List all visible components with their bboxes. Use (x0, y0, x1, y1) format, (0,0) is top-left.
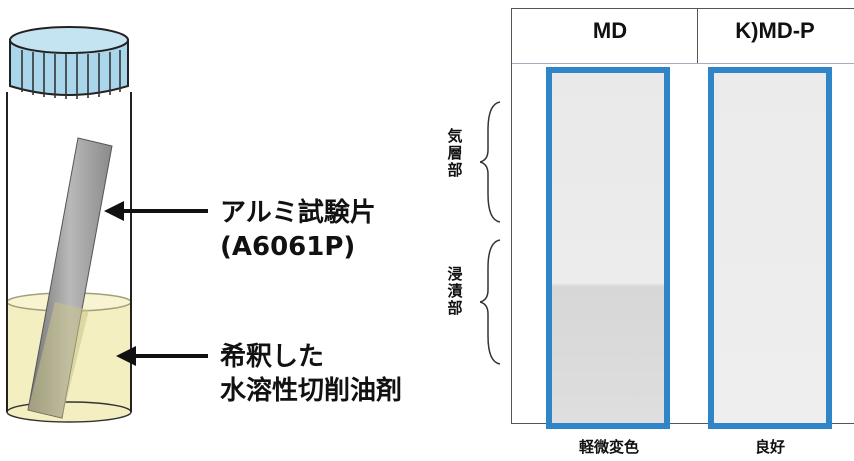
test-strip-md (546, 67, 670, 429)
result-kmd-p: 良好 (754, 438, 785, 456)
fluid-arrow (116, 346, 208, 366)
column-header-md: MD (592, 18, 628, 43)
fluid-label-line1: 希釈した (220, 342, 325, 372)
strip-label: アルミ試験片 (A6061P) (220, 196, 376, 264)
vial-cap (9, 26, 129, 99)
zone-brackets (480, 101, 501, 365)
test-strip-kmd-p-surface (714, 73, 826, 423)
vapor-zone-label: 気 層 部 (447, 127, 463, 179)
vial-illustration (6, 26, 208, 423)
result-md: 軽微変色 (578, 438, 639, 456)
column-divider (697, 8, 698, 64)
fluid-label: 希釈した 水溶性切削油剤 (220, 340, 402, 408)
header-rule (512, 63, 854, 64)
comparison-table (511, 8, 854, 424)
strip-arrow (104, 201, 208, 221)
column-header-kmd-p: K)MD-P (735, 18, 815, 43)
test-strip-md-surface (552, 73, 664, 423)
fluid-label-line2: 水溶性切削油剤 (220, 376, 403, 406)
strip-label-line2: (A6061P) (220, 232, 356, 262)
immersion-zone-label: 浸 漬 部 (447, 265, 463, 317)
strip-label-line1: アルミ試験片 (220, 198, 376, 228)
test-strip-kmd-p (708, 67, 832, 429)
